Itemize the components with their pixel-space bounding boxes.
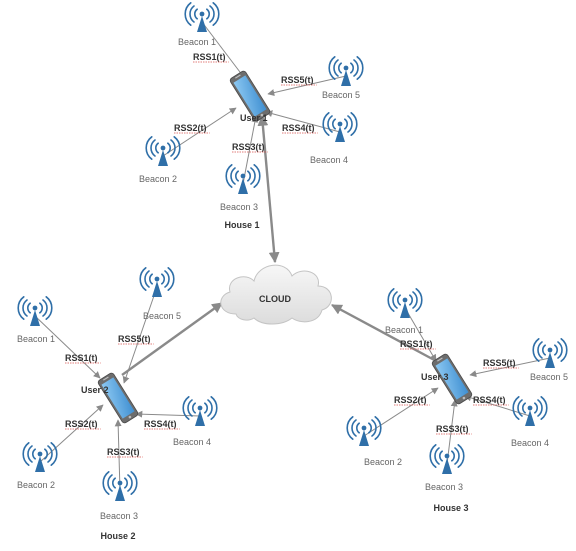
house-3-beacon-4: Beacon 4 RSS4(t) xyxy=(464,394,549,448)
rss-label: RSS5(t) xyxy=(483,358,516,368)
rss-link-arrow xyxy=(135,410,201,418)
house-label: House 3 xyxy=(433,503,468,513)
uplink-user2 xyxy=(121,302,223,376)
rss-link-arrow xyxy=(114,419,122,492)
rss-label: RSS4(t) xyxy=(144,419,177,429)
house-1-beacon-4: Beacon 4 RSS4(t) xyxy=(265,110,358,165)
beacon-label: Beacon 4 xyxy=(511,438,549,448)
beacon-label: Beacon 3 xyxy=(425,482,463,492)
house-label: House 2 xyxy=(100,531,135,541)
rss-link-arrow xyxy=(34,315,101,379)
house-2-beacon-1: Beacon 1 RSS1(t) xyxy=(17,296,101,379)
rss-label: RSS1(t) xyxy=(65,353,98,363)
user-label: User 3 xyxy=(421,372,449,382)
rss-label: RSS3(t) xyxy=(107,447,140,457)
beacon-label: Beacon 1 xyxy=(17,334,55,344)
house-2-beacon-2: Beacon 2 RSS2(t) xyxy=(17,404,104,490)
beacon-label: Beacon 3 xyxy=(100,511,138,521)
rss-label: RSS3(t) xyxy=(436,424,469,434)
rss-link-arrow xyxy=(39,404,104,463)
beacon-icon xyxy=(346,416,382,446)
cloud: CLOUD xyxy=(220,264,332,325)
houses: Beacon 1 RSS1(t) Beacon 2 RSS2(t) Beacon 3 RS… xyxy=(17,2,568,541)
beacon-label: Beacon 2 xyxy=(364,457,402,467)
house-3-beacon-3: Beacon 3 RSS3(t) xyxy=(425,399,472,492)
beacon-icon xyxy=(22,442,58,472)
rss-label: RSS4(t) xyxy=(282,123,315,133)
beacon-icon xyxy=(145,136,181,166)
house-1: Beacon 1 RSS1(t) Beacon 2 RSS2(t) Beacon 3 RS… xyxy=(139,2,364,230)
beacon-icon xyxy=(225,164,261,194)
rss-link-arrow xyxy=(201,21,247,81)
cloud-shape xyxy=(220,264,332,325)
rss-label: RSS1(t) xyxy=(400,339,433,349)
rss-label: RSS5(t) xyxy=(118,334,151,344)
rss-link-arrow xyxy=(404,307,437,362)
rss-label: RSS3(t) xyxy=(232,142,265,152)
beacon-label: Beacon 4 xyxy=(310,155,348,165)
beacon-icon xyxy=(322,112,358,142)
rss-link-arrow xyxy=(469,357,551,378)
beacon-icon xyxy=(387,288,423,318)
house-1-beacon-2: Beacon 2 RSS2(t) xyxy=(139,107,237,184)
smartphone-icon xyxy=(97,372,139,424)
uplink-user1 xyxy=(257,114,280,264)
user-label: User 1 xyxy=(240,113,268,123)
beacon-icon xyxy=(532,338,568,368)
beacon-label: Beacon 1 xyxy=(178,37,216,47)
beacon-label: Beacon 4 xyxy=(173,437,211,447)
house-3-beacon-1: Beacon 1 RSS1(t) xyxy=(385,288,437,362)
rss-link-arrow xyxy=(446,399,458,465)
rss-label: RSS2(t) xyxy=(394,395,427,405)
smartphone-icon xyxy=(431,353,473,405)
rss-label: RSS2(t) xyxy=(65,419,98,429)
house-2: Beacon 1 RSS1(t) Beacon 2 RSS2(t) Beacon 3 RS… xyxy=(17,267,218,541)
beacon-icon xyxy=(429,444,465,474)
uplink-user3 xyxy=(331,303,439,364)
rss-label: RSS4(t) xyxy=(473,395,506,405)
house-3: Beacon 1 RSS1(t) Beacon 2 RSS2(t) Beacon 3 RS… xyxy=(346,288,568,513)
house-2-beacon-4: Beacon 4 RSS4(t) xyxy=(135,396,218,447)
house-label: House 1 xyxy=(224,220,259,230)
house-3-beacon-5: Beacon 5 RSS5(t) xyxy=(469,338,568,382)
rss-link-arrow xyxy=(265,110,341,133)
house-2-beacon-3: Beacon 3 RSS3(t) xyxy=(100,419,143,521)
beacon-label: Beacon 3 xyxy=(220,202,258,212)
beacon-icon xyxy=(139,267,175,297)
cloud-label: CLOUD xyxy=(259,294,291,304)
beacon-icon xyxy=(102,471,138,501)
beacon-label: Beacon 2 xyxy=(17,480,55,490)
rss-label: RSS2(t) xyxy=(174,123,207,133)
beacon-icon xyxy=(512,396,548,426)
house-1-beacon-5: Beacon 5 RSS5(t) xyxy=(267,56,364,100)
beacon-label: Beacon 5 xyxy=(530,372,568,382)
house-1-beacon-3: Beacon 3 RSS3(t) xyxy=(220,115,268,212)
house-1-beacon-1: Beacon 1 RSS1(t) xyxy=(178,2,247,81)
beacon-icon xyxy=(328,56,364,86)
beacon-icon xyxy=(184,2,220,32)
rss-link-arrow xyxy=(242,115,259,185)
smartphone-icon xyxy=(229,70,271,122)
beacon-icon xyxy=(182,396,218,426)
beacon-label: Beacon 5 xyxy=(143,311,181,321)
beacon-label: Beacon 5 xyxy=(322,90,360,100)
uplinks xyxy=(121,114,439,376)
rss-label: RSS5(t) xyxy=(281,75,314,85)
house-3-beacon-2: Beacon 2 RSS2(t) xyxy=(346,387,439,467)
house-2-beacon-5: Beacon 5 RSS5(t) xyxy=(118,267,181,384)
beacon-icon xyxy=(17,296,53,326)
rss-label: RSS1(t) xyxy=(193,52,226,62)
rss-link-arrow xyxy=(122,286,158,384)
beacon-label: Beacon 1 xyxy=(385,325,423,335)
user-label: User 2 xyxy=(81,385,109,395)
beacon-label: Beacon 2 xyxy=(139,174,177,184)
